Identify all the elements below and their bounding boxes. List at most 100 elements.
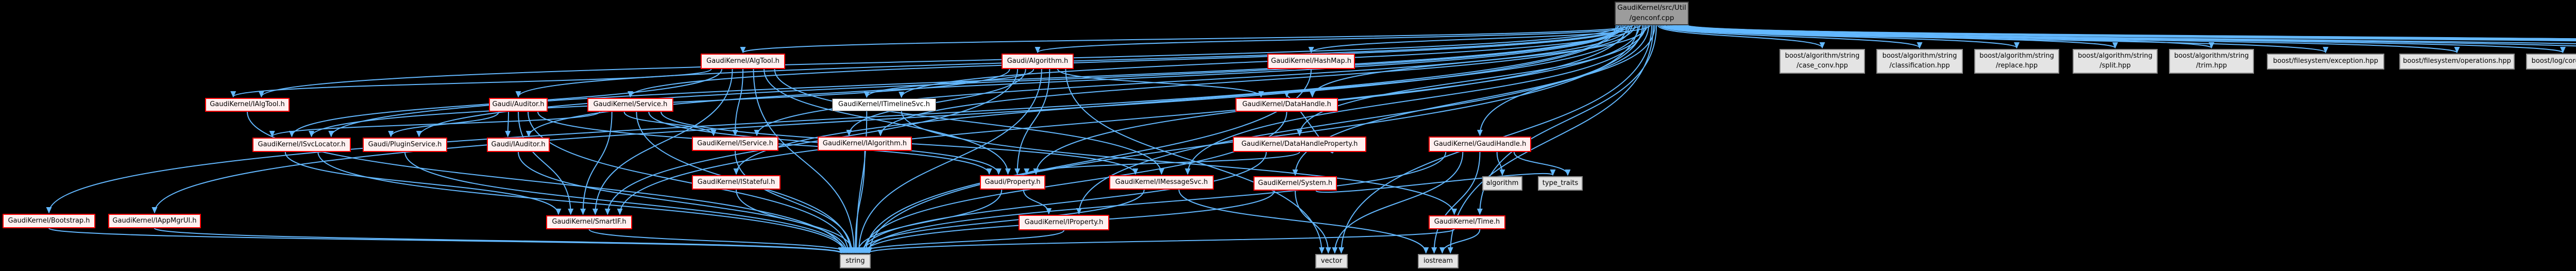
graph-edge-iappmgrui-to-string bbox=[154, 228, 845, 254]
graph-node-iostream: iostream bbox=[1418, 254, 1459, 268]
graph-edge-pluginservice-to-string bbox=[404, 151, 849, 254]
graph-node-pluginservice[interactable]: Gaudi/PluginService.h bbox=[363, 138, 447, 152]
graph-node-hashmap[interactable]: GaudiKernel/HashMap.h bbox=[1267, 54, 1355, 69]
graph-edge-root-to-dhproperty bbox=[1296, 25, 1646, 137]
graph-edge-root-to-iostream bbox=[1447, 25, 1654, 254]
graph-edge-algtool-to-smartif bbox=[592, 69, 733, 215]
graph-edge-time-to-iostream bbox=[1439, 229, 1481, 254]
graph-edge-imessagesvc-to-string bbox=[858, 189, 1145, 254]
graph-edge-root-to-case_conv bbox=[1657, 25, 1825, 49]
graph-edge-algtool-to-gproperty bbox=[764, 69, 1011, 175]
graph-edge-smartif-to-string bbox=[588, 229, 852, 254]
graph-edge-root-to-pluginservice bbox=[416, 25, 1623, 138]
graph-node-replace: boost/algorithm/string /replace.hpp bbox=[1974, 49, 2059, 74]
graph-edge-service-to-isvclocator bbox=[269, 111, 600, 138]
graph-node-imessagesvc[interactable]: GaudiKernel/IMessageSvc.h bbox=[1109, 175, 1214, 190]
graph-edge-galgorithm-to-ialgorithm bbox=[846, 69, 1026, 137]
graph-node-dhproperty[interactable]: GaudiKernel/DataHandleProperty.h bbox=[1233, 137, 1366, 152]
graph-edge-itimelinesvc-to-time bbox=[901, 111, 1458, 215]
graph-edge-gaudihandle-to-std_algorithm bbox=[1496, 151, 1505, 176]
graph-edge-gauditor-to-giauditor bbox=[505, 111, 511, 138]
graph-edge-root-to-smartif bbox=[617, 25, 1628, 215]
graph-edge-root-to-sstream bbox=[1687, 25, 2576, 40]
graph-node-giauditor[interactable]: Gaudi/IAuditor.h bbox=[487, 138, 550, 152]
graph-node-iproperty[interactable]: GaudiKernel/IProperty.h bbox=[1019, 215, 1109, 230]
graph-edge-root-to-galgorithm bbox=[1035, 25, 1641, 54]
graph-node-string: string bbox=[840, 254, 871, 268]
graph-edge-gproperty-to-iproperty bbox=[1023, 189, 1052, 215]
graph-node-algtool[interactable]: GaudiKernel/AlgTool.h bbox=[701, 54, 785, 69]
graph-edge-galgorithm-to-itimelinesvc bbox=[863, 69, 1035, 98]
graph-node-iservice[interactable]: GaudiKernel/IService.h bbox=[692, 137, 778, 151]
graph-node-classification: boost/algorithm/string /classification.h… bbox=[1876, 49, 1963, 74]
graph-edge-giauditor-to-string bbox=[518, 151, 850, 254]
graph-node-trim: boost/algorithm/string /trim.hpp bbox=[2169, 49, 2254, 74]
graph-edge-galgorithm-to-gproperty bbox=[1014, 69, 1050, 175]
graph-edge-root-to-gaudihandle bbox=[1477, 25, 1655, 137]
graph-node-isvclocator[interactable]: GaudiKernel/ISvcLocator.h bbox=[252, 138, 351, 152]
graph-node-smartif[interactable]: GaudiKernel/SmartIF.h bbox=[546, 215, 632, 229]
graph-node-time[interactable]: GaudiKernel/Time.h bbox=[1429, 215, 1505, 229]
graph-edge-gauditor-to-pluginservice bbox=[388, 111, 499, 138]
graph-node-datahandle[interactable]: GaudiKernel/DataHandle.h bbox=[1235, 98, 1338, 112]
graph-node-std_algorithm: algorithm bbox=[1482, 176, 1522, 191]
graph-edge-root-to-datahandle bbox=[1309, 25, 1648, 98]
graph-node-case_conv: boost/algorithm/string /case_conv.hpp bbox=[1780, 49, 1865, 74]
graph-edge-algtool-to-imessagesvc bbox=[774, 69, 1165, 175]
graph-edge-system-to-type_traits bbox=[1315, 169, 1556, 193]
graph-edge-gauditor-to-smartif bbox=[518, 111, 574, 215]
graph-edge-root-to-classification bbox=[1659, 25, 1923, 49]
graph-edge-service-to-iservice bbox=[623, 111, 717, 137]
graph-node-system[interactable]: GaudiKernel/System.h bbox=[1253, 176, 1337, 191]
graph-edge-iproperty-to-string bbox=[857, 230, 1064, 254]
graph-edge-root-to-istateful bbox=[733, 25, 1632, 175]
graph-edge-dhproperty-to-string bbox=[859, 151, 1267, 254]
graph-node-gproperty[interactable]: Gaudi/Property.h bbox=[980, 175, 1045, 190]
graph-node-ialgorithm[interactable]: GaudiKernel/IAlgorithm.h bbox=[818, 137, 912, 151]
graph-edge-system-to-vector bbox=[1295, 190, 1331, 254]
graph-node-ialgtool[interactable]: GaudiKernel/IAlgTool.h bbox=[205, 98, 290, 112]
graph-edge-root-to-replace bbox=[1660, 25, 2020, 49]
graph-node-root: GaudiKernel/src/Util /genconf.cpp bbox=[1615, 2, 1689, 25]
graph-edge-root-to-algtool bbox=[740, 25, 1634, 54]
graph-edge-isvclocator-to-string bbox=[317, 151, 848, 254]
graph-edge-gproperty-to-string bbox=[855, 189, 1003, 254]
graph-edge-datahandle-to-string bbox=[860, 111, 1287, 254]
graph-edge-galgorithm-to-string bbox=[856, 69, 1042, 254]
graph-edge-root-to-log_trivial bbox=[1671, 25, 2576, 44]
graph-edge-service-to-smartif bbox=[580, 111, 613, 215]
graph-edge-time-to-string bbox=[866, 229, 1455, 254]
graph-edge-gaudihandle-to-type_traits bbox=[1513, 151, 1571, 176]
graph-node-iappmgrui[interactable]: GaudiKernel/IAppMgrUI.h bbox=[108, 214, 201, 228]
graph-node-vector: vector bbox=[1315, 254, 1348, 268]
graph-edge-ialgorithm-to-string bbox=[852, 150, 866, 254]
graph-edge-root-to-iappmgrui bbox=[151, 25, 1618, 214]
graph-node-itimelinesvc[interactable]: GaudiKernel/ITimelineSvc.h bbox=[832, 98, 936, 111]
graph-node-log_core: boost/log/core.hpp bbox=[2526, 54, 2576, 70]
graph-edge-root-to-iservice bbox=[754, 25, 1631, 137]
graph-edge-iservice-to-string bbox=[735, 150, 855, 254]
graph-edge-root-to-bootstrap bbox=[46, 25, 1617, 214]
graph-node-fs_operations: boost/filesystem/operations.hpp bbox=[2399, 54, 2515, 70]
graph-node-gauditor[interactable]: Gaudi/Auditor.h bbox=[489, 98, 548, 112]
graph-edge-gaudihandle-to-string bbox=[864, 151, 1447, 254]
graph-edge-root-to-giauditor bbox=[526, 25, 1624, 138]
graph-edge-istateful-to-string bbox=[736, 189, 856, 254]
graph-edge-isvclocator-to-smartif bbox=[284, 151, 562, 215]
graph-edge-bootstrap-to-string bbox=[48, 228, 844, 254]
graph-edge-algtool-to-string bbox=[753, 69, 857, 254]
graph-node-istateful[interactable]: GaudiKernel/IStateful.h bbox=[692, 175, 781, 190]
graph-node-bootstrap[interactable]: GaudiKernel/Bootstrap.h bbox=[3, 214, 95, 228]
graph-edge-gaudihandle-to-vector bbox=[1332, 151, 1464, 254]
graph-edge-galgorithm-to-vector bbox=[1065, 69, 1325, 254]
graph-node-gaudihandle[interactable]: GaudiKernel/GaudiHandle.h bbox=[1429, 137, 1531, 152]
graph-node-service[interactable]: GaudiKernel/Service.h bbox=[587, 98, 673, 112]
graph-node-galgorithm[interactable]: Gaudi/Algorithm.h bbox=[1002, 54, 1074, 69]
graph-edge-root-to-hashmap bbox=[1308, 25, 1651, 54]
graph-node-type_traits: type_traits bbox=[1538, 176, 1583, 191]
graph-edge-gaudihandle-to-iostream bbox=[1431, 151, 1481, 254]
graph-node-fs_exception: boost/filesystem/exception.hpp bbox=[2267, 54, 2384, 70]
graph-edge-imessagesvc-to-iostream bbox=[1178, 189, 1429, 254]
